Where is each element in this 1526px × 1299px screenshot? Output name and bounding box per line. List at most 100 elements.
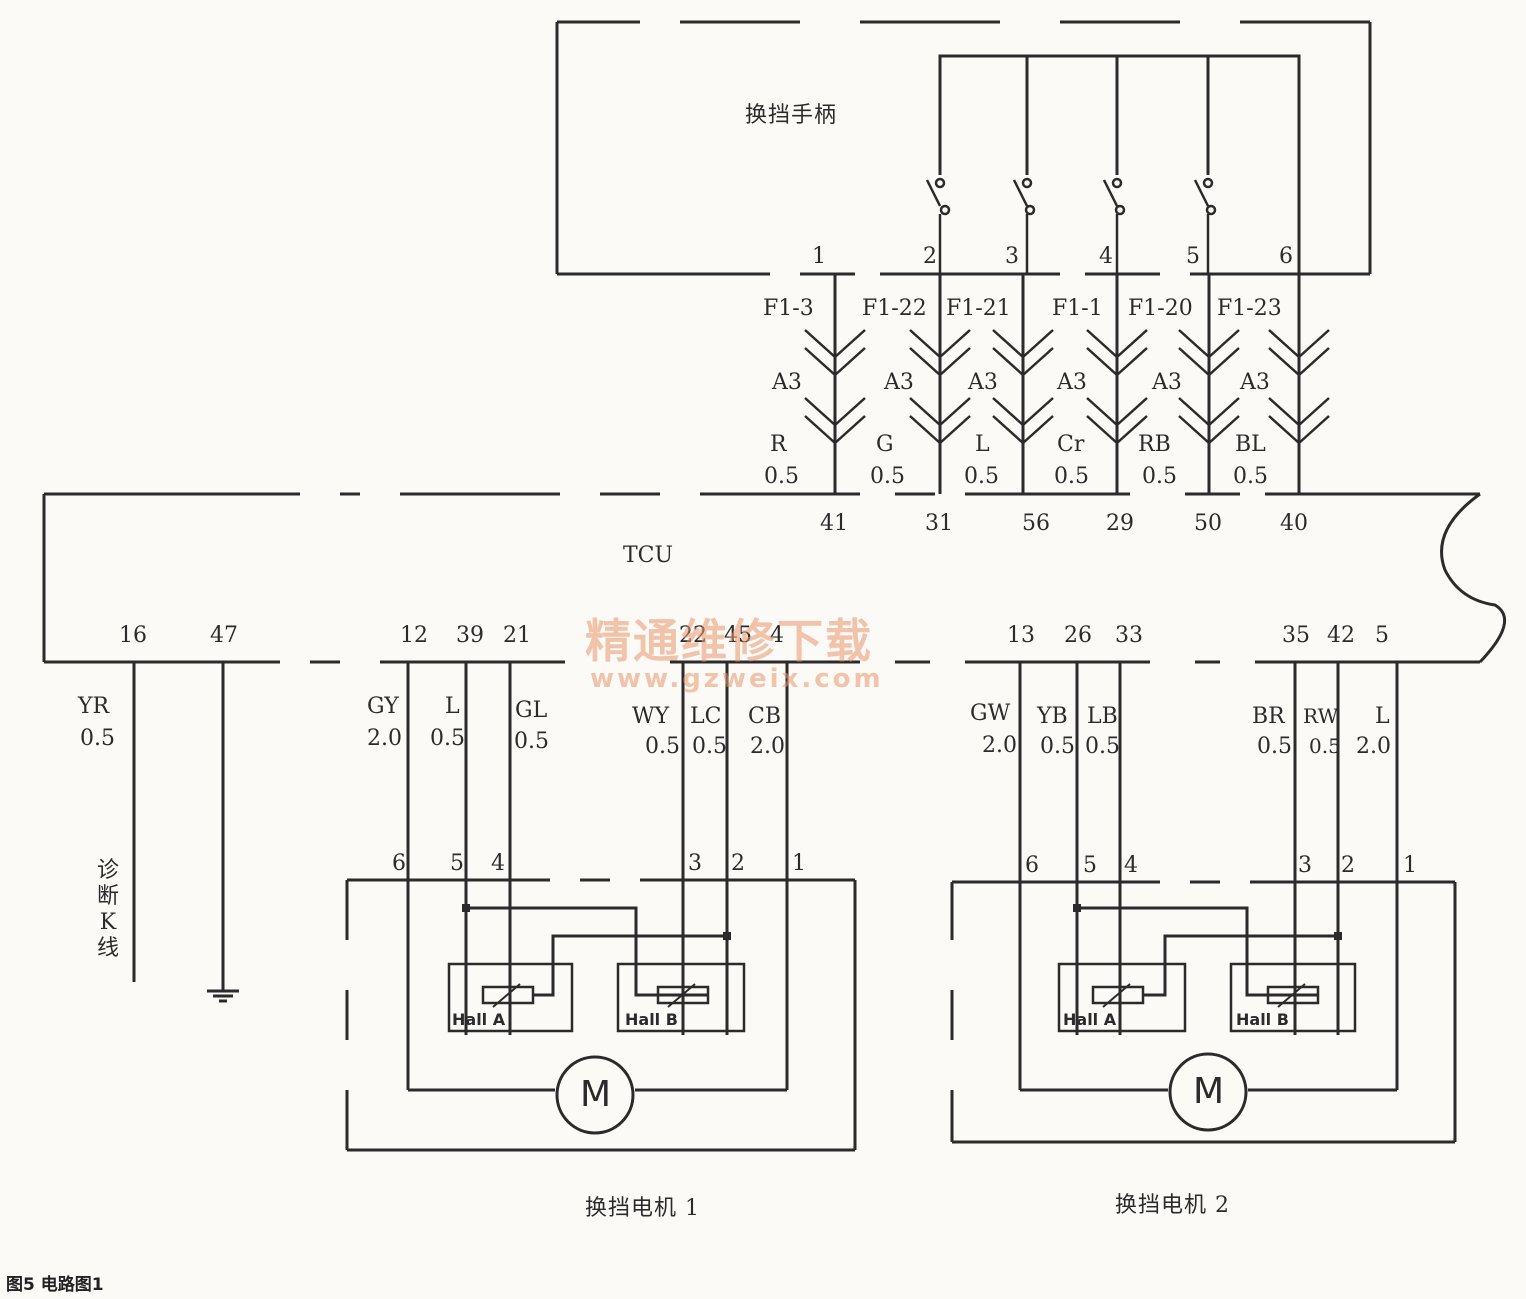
handle-pin: 6	[1279, 244, 1293, 269]
connector-id: F1-1	[1052, 296, 1103, 321]
tcu-pin: 47	[210, 623, 238, 648]
wire-color: Cr	[1057, 432, 1085, 457]
wire-size: 0.5	[1142, 464, 1177, 489]
connector-id: F1-23	[1217, 296, 1282, 321]
shift-handle-title: 换挡手柄	[745, 103, 838, 128]
tcu-pin: 5	[1375, 623, 1389, 648]
hall-sensor-a-label: Hall A	[452, 1010, 506, 1029]
wire-color: R	[770, 432, 787, 457]
tcu-pin: 31	[925, 511, 953, 536]
watermark-text: 精通维修下载	[585, 614, 873, 668]
connector-spec: A3	[1057, 370, 1087, 395]
diag-k-line-label: 诊断K线	[96, 858, 119, 961]
motor-pin: 4	[491, 851, 505, 876]
tcu-pin: 35	[1282, 623, 1310, 648]
wire-color: CB	[748, 704, 781, 729]
tcu-box	[42, 492, 1506, 664]
wire-size: 0.5	[764, 464, 799, 489]
connector-spec: A3	[968, 370, 998, 395]
wire-size: 0.5	[870, 464, 905, 489]
figure-caption: 图5 电路图1	[6, 1275, 104, 1295]
motor-pin: 2	[1341, 853, 1355, 878]
wire-color: LC	[690, 704, 722, 729]
tcu-label: TCU	[623, 543, 674, 568]
wire-size: 2.0	[750, 734, 785, 759]
motor-pin: 3	[1298, 853, 1312, 878]
motor-pin: 2	[731, 851, 745, 876]
wire-color: RW	[1303, 704, 1339, 728]
tcu-pin: 45	[724, 623, 752, 648]
motor-symbol: M	[580, 1074, 612, 1115]
tcu-pin: 42	[1327, 623, 1355, 648]
wire-color: L	[445, 694, 460, 719]
tcu-pin: 4	[770, 623, 784, 648]
wire-color: GW	[970, 701, 1011, 726]
tcu-pin: 26	[1064, 623, 1092, 648]
handle-wires	[833, 274, 1301, 494]
tcu-pin: 41	[820, 511, 848, 536]
wire-color: L	[1375, 704, 1390, 729]
tcu-pin: 13	[1007, 623, 1035, 648]
wire-size: 0.5	[692, 734, 727, 759]
motor-pin: 6	[1025, 853, 1039, 878]
handle-pin: 1	[812, 244, 826, 269]
wire-size: 2.0	[1356, 734, 1391, 759]
motor-1-title: 换挡电机 1	[585, 1196, 700, 1221]
wire-color: BL	[1235, 432, 1266, 457]
tcu-pin: 22	[679, 623, 707, 648]
connector-spec: A3	[772, 370, 802, 395]
tcu-pin: 56	[1022, 511, 1050, 536]
connector-id: F1-21	[946, 296, 1011, 321]
connector-spec: A3	[884, 370, 914, 395]
tcu-pin: 33	[1115, 623, 1143, 648]
tcu-pin: 29	[1106, 511, 1134, 536]
wire-size: 0.5	[1257, 734, 1292, 759]
motor-pin: 1	[792, 851, 806, 876]
motor-pin: 6	[392, 851, 406, 876]
wire-size: 0.5	[1309, 734, 1341, 758]
wire-color: GL	[515, 698, 548, 723]
wire-size: 0.5	[645, 734, 680, 759]
motor-2-title: 换挡电机 2	[1115, 1193, 1230, 1218]
connector-id: F1-22	[862, 296, 927, 321]
wire-color: BR	[1252, 704, 1285, 729]
wire-color: G	[876, 432, 894, 457]
watermark-url: www.gzweix.com	[590, 664, 884, 694]
wire-size: 0.5	[80, 726, 115, 751]
tcu-pin: 12	[400, 623, 428, 648]
tcu-pin: 21	[503, 623, 531, 648]
handle-pin: 4	[1099, 244, 1113, 269]
tcu-pin: 40	[1280, 511, 1308, 536]
hall-sensor-a-label: Hall A	[1063, 1010, 1117, 1029]
wire-size: 0.5	[1040, 734, 1075, 759]
tcu-pin: 50	[1194, 511, 1222, 536]
wire-size: 0.5	[430, 726, 465, 751]
connector-chevrons	[804, 329, 1330, 445]
wire-color: LB	[1087, 704, 1118, 729]
motor-pin: 5	[450, 851, 464, 876]
wire-color: YB	[1037, 704, 1068, 729]
handle-pin: 2	[923, 244, 937, 269]
wire-color: RB	[1138, 432, 1171, 457]
motor-1-wiring	[345, 662, 857, 1152]
handle-pin: 5	[1186, 244, 1200, 269]
motor-symbol: M	[1193, 1071, 1225, 1112]
wire-color: GY	[367, 694, 399, 719]
wire-color: L	[975, 432, 990, 457]
motor-pin: 3	[688, 851, 702, 876]
motor-pin: 5	[1083, 853, 1097, 878]
tcu-pin: 39	[456, 623, 484, 648]
handle-switches	[925, 177, 1217, 274]
hall-sensor-b-label: Hall B	[1236, 1010, 1289, 1029]
connector-spec: A3	[1152, 370, 1182, 395]
tcu-pin: 16	[119, 623, 147, 648]
wire-size: 0.5	[1233, 464, 1268, 489]
motor-pin: 4	[1124, 853, 1138, 878]
wire-size: 0.5	[964, 464, 999, 489]
wire-size: 0.5	[1085, 734, 1120, 759]
connector-spec: A3	[1240, 370, 1270, 395]
motor-2-wiring	[950, 662, 1457, 1144]
wire-size: 0.5	[514, 729, 549, 754]
wire-size: 0.5	[1054, 464, 1089, 489]
